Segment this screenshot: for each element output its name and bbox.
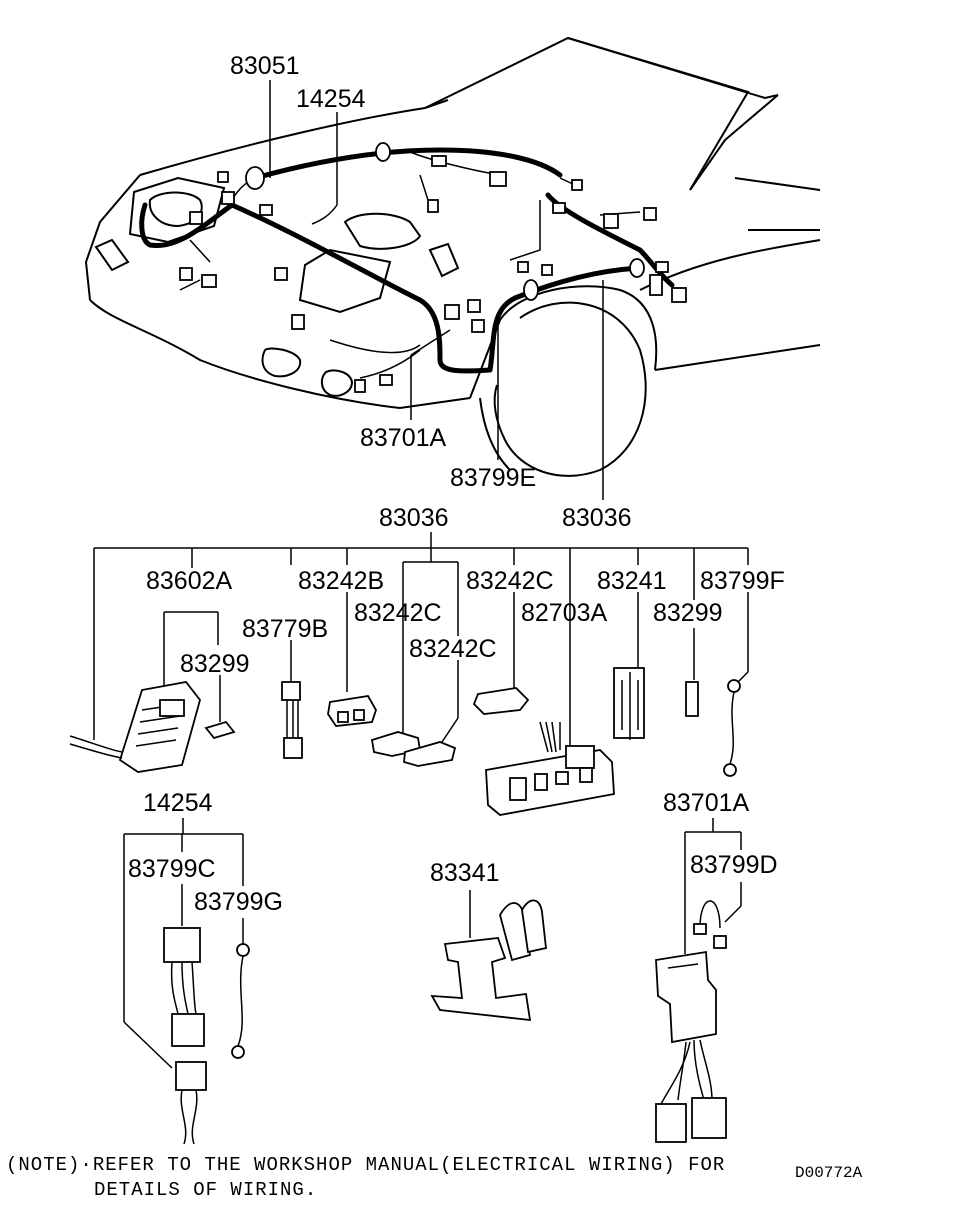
label-83701a-bottom: 83701A bbox=[663, 789, 750, 817]
label-83299-left: 83299 bbox=[180, 650, 250, 678]
label-83799d: 83799D bbox=[690, 851, 778, 879]
label-83242c-a: 83242C bbox=[354, 599, 442, 627]
car-wiring-harness bbox=[139, 142, 687, 393]
part-83242b-relay bbox=[327, 695, 377, 727]
label-83799c: 83799C bbox=[128, 855, 216, 883]
part-83242c-relay bbox=[472, 687, 530, 715]
label-83799f: 83799F bbox=[700, 567, 785, 595]
label-83799g: 83799G bbox=[194, 888, 283, 916]
label-83242c-b: 83242C bbox=[409, 635, 497, 663]
part-83341-bracket bbox=[430, 890, 547, 1022]
label-14254-bottom: 14254 bbox=[143, 789, 213, 817]
label-83242b: 83242B bbox=[298, 567, 384, 595]
part-83299-fuse bbox=[685, 681, 699, 717]
label-83051: 83051 bbox=[230, 52, 300, 80]
label-83241: 83241 bbox=[597, 567, 667, 595]
part-83799c-connector-harness bbox=[163, 927, 205, 1047]
part-83299-small-relay bbox=[204, 720, 236, 740]
top-leader-lines bbox=[269, 80, 604, 500]
part-83242c-bracket-pair bbox=[370, 731, 457, 767]
label-83602a: 83602A bbox=[146, 567, 233, 595]
label-83341: 83341 bbox=[430, 859, 500, 887]
label-83779b: 83779B bbox=[242, 615, 328, 643]
label-83299-right: 83299 bbox=[653, 599, 723, 627]
bottom-right-tree-lines bbox=[684, 818, 742, 954]
part-83799d-jumper bbox=[693, 900, 727, 949]
note-line-1: (NOTE)·REFER TO THE WORKSHOP MANUAL(ELEC… bbox=[6, 1154, 725, 1176]
part-14254-connector bbox=[175, 1061, 207, 1145]
part-83779b-connector bbox=[281, 681, 303, 759]
note-line-2: DETAILS OF WIRING. bbox=[94, 1179, 317, 1201]
label-83701a-top: 83701A bbox=[360, 424, 447, 452]
part-83241-wiring-clip bbox=[613, 667, 645, 740]
label-83242c-c: 83242C bbox=[466, 567, 554, 595]
label-83036-center: 83036 bbox=[379, 504, 449, 532]
part-83799f-ground-wire bbox=[723, 679, 741, 777]
part-83701a-junction-harness bbox=[655, 950, 727, 1143]
label-83036-right: 83036 bbox=[562, 504, 632, 532]
part-82703a-relay-box bbox=[485, 721, 615, 816]
part-83799g-ground-wire bbox=[231, 943, 250, 1059]
drawing-code: D00772A bbox=[795, 1164, 863, 1182]
part-83602a-control-unit bbox=[69, 681, 201, 773]
label-82703a: 82703A bbox=[521, 599, 608, 627]
bottom-left-tree-lines bbox=[123, 818, 244, 1069]
parts-tree-lines bbox=[93, 532, 749, 746]
car-body-illustration bbox=[84, 36, 821, 477]
label-14254-top: 14254 bbox=[296, 85, 366, 113]
label-83799e: 83799E bbox=[450, 464, 536, 492]
